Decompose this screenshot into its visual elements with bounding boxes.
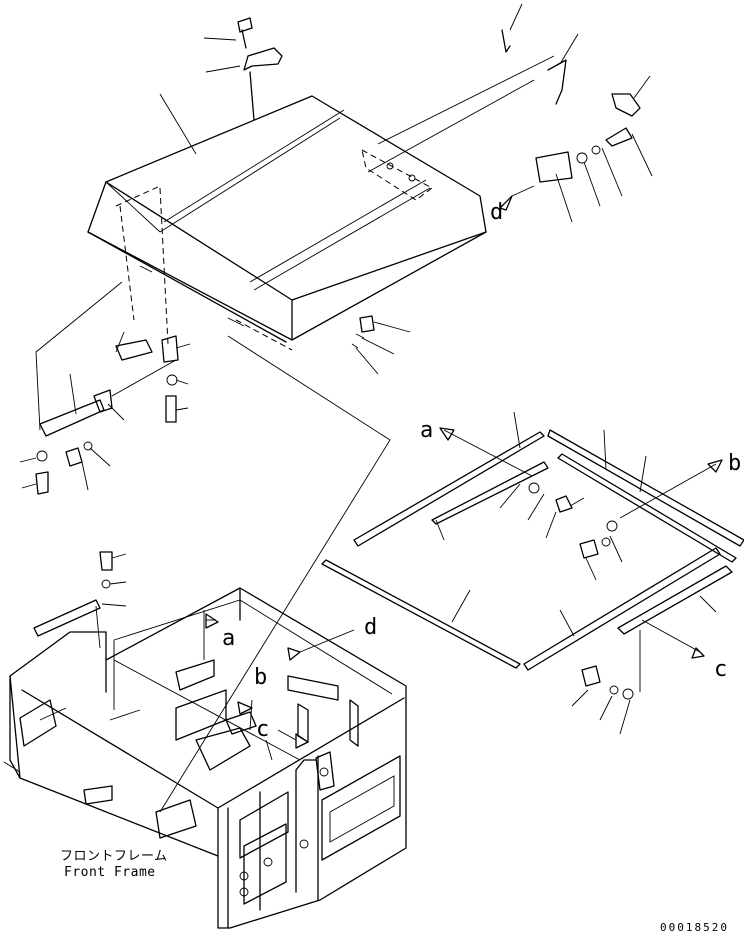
seal-strips [321,411,744,735]
label-a-right: a [420,418,433,443]
caption-japanese: フロントフレーム [60,849,168,864]
figure-code: 00018520 [660,921,729,934]
hood-latch [367,3,653,223]
label-a-frame: a [222,626,235,651]
top-cover [87,95,487,351]
caption-english: Front Frame [64,865,156,880]
label-c-right: c [714,657,727,682]
leader-lines [159,335,391,813]
label-b-frame: b [254,665,267,690]
label-d-top: d [490,200,503,225]
label-c-frame: c [256,717,269,742]
top-hinge-hardware [159,17,283,155]
front-frame [3,551,407,929]
cover-side-fasteners [351,315,411,375]
left-hinge-assembly [19,187,191,495]
seal-reference-arrows [439,427,723,659]
label-b-right: b [728,451,741,476]
label-d-frame: d [364,615,377,640]
frame-reference-arrows [205,613,355,749]
